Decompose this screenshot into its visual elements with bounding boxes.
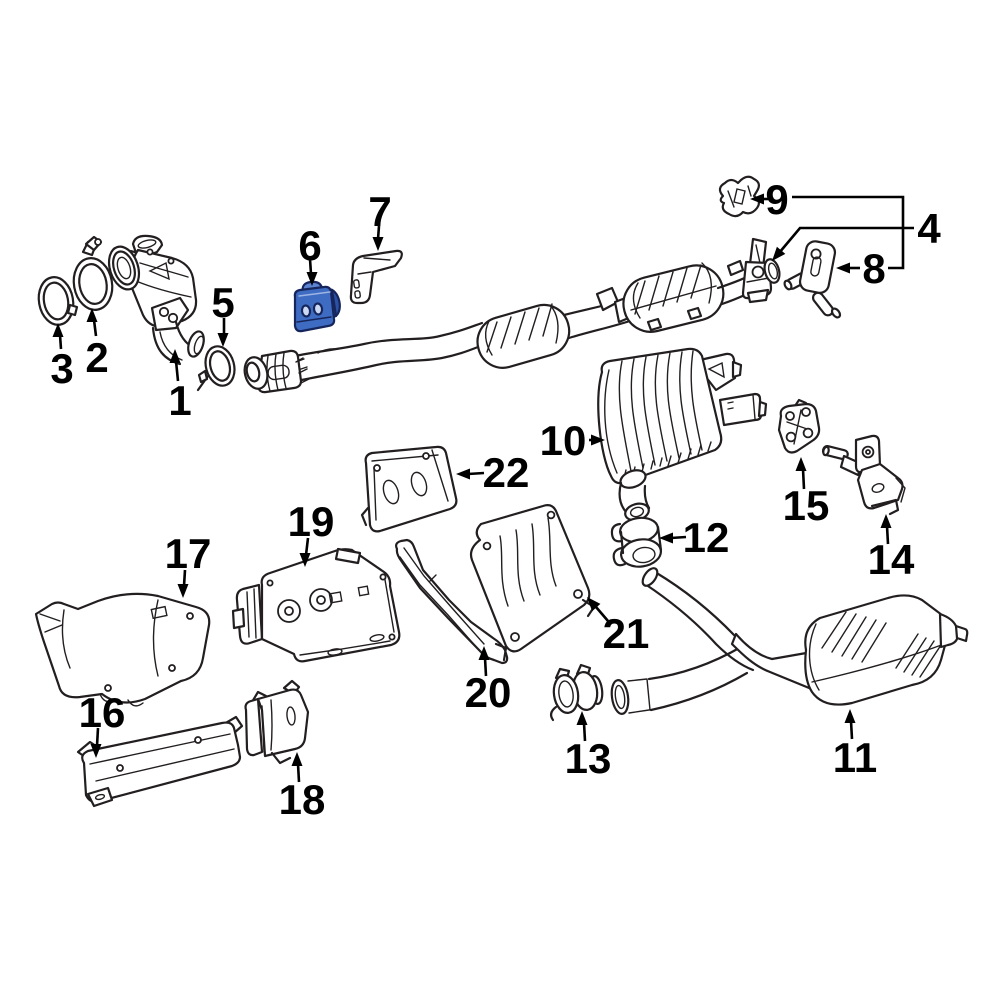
part-15-drawing[interactable] <box>777 398 821 454</box>
part-2-label[interactable]: 2 <box>85 334 108 381</box>
part-12-drawing[interactable] <box>610 515 663 569</box>
part-4-label[interactable]: 4 <box>917 205 941 252</box>
part-18-drawing[interactable] <box>244 679 310 765</box>
part-9-label[interactable]: 9 <box>765 176 788 223</box>
part-7-label[interactable]: 7 <box>368 188 391 235</box>
mid-pipe-drawing[interactable] <box>241 259 765 394</box>
part-4-bracket-drawing[interactable] <box>741 237 782 304</box>
part-9-drawing[interactable] <box>718 175 761 218</box>
part-17-label[interactable]: 17 <box>165 530 212 577</box>
part-20-label[interactable]: 20 <box>465 669 512 716</box>
part-11-label[interactable]: 11 <box>833 734 877 781</box>
part-5-label[interactable]: 5 <box>211 279 234 326</box>
part-7-drawing[interactable] <box>349 249 403 305</box>
part-19-drawing[interactable] <box>231 547 401 663</box>
part-19-label[interactable]: 19 <box>288 498 335 545</box>
part-labels: 1 2 3 4 5 6 7 8 9 10 11 12 13 14 15 16 1… <box>50 176 941 823</box>
part-3-label[interactable]: 3 <box>50 345 73 392</box>
part-14-label[interactable]: 14 <box>868 536 915 583</box>
leader-lines <box>52 193 914 783</box>
part-20-drawing[interactable] <box>395 538 509 665</box>
part-14-drawing[interactable] <box>821 434 906 516</box>
part-16-drawing[interactable] <box>76 715 244 808</box>
part-5-drawing[interactable] <box>196 343 239 392</box>
part-13-drawing[interactable] <box>549 663 604 722</box>
part-22-label[interactable]: 22 <box>483 449 530 496</box>
part-17-drawing[interactable] <box>34 592 211 707</box>
part-12-label[interactable]: 12 <box>683 514 730 561</box>
part-13-label[interactable]: 13 <box>565 735 612 782</box>
part-15-label[interactable]: 15 <box>783 482 830 529</box>
part-21-drawing[interactable] <box>469 504 596 653</box>
part-11-drawing[interactable] <box>610 566 969 715</box>
part-3-drawing[interactable] <box>35 274 79 327</box>
part-18-label[interactable]: 18 <box>279 776 326 823</box>
part-16-label[interactable]: 16 <box>79 689 126 736</box>
part-21-label[interactable]: 21 <box>603 610 650 657</box>
part-1-label[interactable]: 1 <box>168 377 191 424</box>
part-22-drawing[interactable] <box>360 445 458 533</box>
part-6-label[interactable]: 6 <box>298 222 321 269</box>
part-10-drawing[interactable] <box>597 347 768 523</box>
part-10-label[interactable]: 10 <box>540 417 587 464</box>
part-8-drawing[interactable] <box>783 240 842 319</box>
part-8-label[interactable]: 8 <box>862 245 885 292</box>
part-6-highlighted-drawing[interactable] <box>293 280 342 333</box>
part-1-drawing[interactable] <box>104 234 207 366</box>
part-2-drawing[interactable] <box>70 235 116 313</box>
